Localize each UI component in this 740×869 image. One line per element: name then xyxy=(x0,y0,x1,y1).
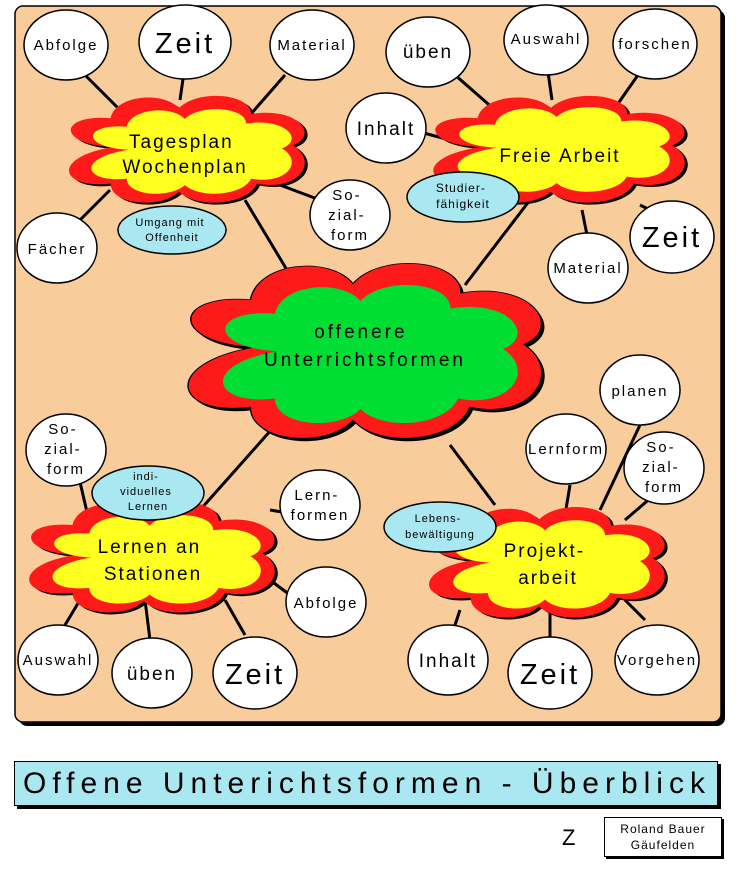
svg-text:Inhalt: Inhalt xyxy=(419,651,477,672)
svg-text:üben: üben xyxy=(403,42,453,63)
bubble-auswahl: Auswahl xyxy=(503,4,589,76)
page-title: Offene Unterichtsformen - Überblick xyxy=(14,761,718,806)
bubble-planen: planen xyxy=(599,354,681,426)
badge-studier: Studier- fähigkeit xyxy=(406,171,520,223)
bubble-inhalt: Inhalt xyxy=(345,92,427,164)
bubble-ueben: üben xyxy=(385,16,471,88)
bubble-ueben-bl: üben xyxy=(111,637,193,709)
svg-text:Auswahl: Auswahl xyxy=(511,31,582,48)
svg-text:Zeit: Zeit xyxy=(225,659,285,691)
hub-projekt-label: Projekt- arbeit xyxy=(504,541,593,589)
bubble-sozialform: So- zial- form xyxy=(309,179,391,251)
bubble-zeit: Zeit xyxy=(138,4,232,80)
bubble-zeit-bl: Zeit xyxy=(212,636,298,710)
svg-text:So- zial- form: So- zial- form xyxy=(328,187,372,244)
bubble-abfolge-bl: Abfolge xyxy=(285,566,367,638)
badge-umgang: Umgang mit Offenheit xyxy=(117,205,227,255)
svg-text:Lebens- bewältigung: Lebens- bewältigung xyxy=(405,513,475,541)
svg-text:Studier- fähigkeit: Studier- fähigkeit xyxy=(436,181,490,211)
hub-tagesplan-label: Tagesplan Wochenplan xyxy=(122,132,247,178)
badge-individuell: indi- viduelles Lernen xyxy=(91,465,205,521)
bubble-lernform: Lernform xyxy=(525,413,607,485)
svg-text:Abfolge: Abfolge xyxy=(294,595,359,612)
svg-text:üben: üben xyxy=(127,664,177,685)
hub-tagesplan: Tagesplan Wochenplan xyxy=(69,95,308,205)
footer-mark: Z xyxy=(562,825,576,850)
bubble-abfolge: Abfolge xyxy=(23,9,109,81)
svg-text:Zeit: Zeit xyxy=(155,28,215,60)
svg-text:Lern- formen: Lern- formen xyxy=(291,487,350,524)
bubble-inhalt-br: Inhalt xyxy=(407,624,489,696)
svg-text:Auswahl: Auswahl xyxy=(23,652,94,669)
author-name: Roland Bauer xyxy=(620,822,706,836)
hub-freie-arbeit: Freie Arbeit xyxy=(433,95,688,205)
hub-stationen-label: Lernen an Stationen xyxy=(98,537,209,585)
svg-text:indi- viduelles Le: indi- viduelles Lernen xyxy=(120,471,176,513)
bubble-auswahl-bl: Auswahl xyxy=(17,624,99,696)
svg-text:Abfolge: Abfolge xyxy=(34,37,99,54)
author-box: Roland Bauer Gäufelden xyxy=(604,817,722,857)
bubble-sozialform-bl: So- zial- form xyxy=(25,413,107,487)
center-label: offenere Unterrichtsformen xyxy=(264,322,466,371)
hub-freie-arbeit-label: Freie Arbeit xyxy=(499,146,620,167)
svg-text:Fächer: Fächer xyxy=(28,241,87,258)
bubble-sozialform-br: So- zial- form xyxy=(623,431,705,505)
svg-text:Vorgehen: Vorgehen xyxy=(617,652,697,669)
center-cloud: offenere Unterrichtsformen xyxy=(188,263,545,441)
bubble-faecher: Fächer xyxy=(16,212,98,284)
author-location: Gäufelden xyxy=(630,838,696,852)
bubble-lernformen: Lern- formen xyxy=(279,469,361,541)
svg-text:Inhalt: Inhalt xyxy=(357,119,415,140)
bubble-material-tr: Material xyxy=(547,232,629,304)
bubble-zeit-br: Zeit xyxy=(507,636,593,710)
svg-text:So- zial- form: So- zial- form xyxy=(642,439,686,496)
svg-text:forschen: forschen xyxy=(618,36,692,53)
svg-text:Zeit: Zeit xyxy=(642,222,702,254)
hub-stationen: Lernen an Stationen xyxy=(29,502,278,615)
bubble-material: Material xyxy=(269,9,355,81)
mindmap-diagram: offenere Unterrichtsformen Tagesplan Woc… xyxy=(14,4,725,726)
badge-lebens: Lebens- bewältigung xyxy=(383,501,497,553)
svg-text:Material: Material xyxy=(277,37,346,54)
bubble-vorgehen: Vorgehen xyxy=(614,624,700,696)
bubble-zeit-tr: Zeit xyxy=(629,200,715,274)
svg-text:Lernform: Lernform xyxy=(528,441,604,458)
svg-text:Umgang mit Offenheit: Umgang mit Offenheit xyxy=(135,217,208,244)
svg-text:planen: planen xyxy=(611,383,668,400)
bubble-forschen: forschen xyxy=(612,8,698,80)
svg-text:Zeit: Zeit xyxy=(520,659,580,691)
svg-text:Material: Material xyxy=(553,260,622,277)
hub-projekt: Projekt- arbeit xyxy=(429,507,668,620)
svg-text:So- zial- form: So- zial- form xyxy=(44,421,88,478)
